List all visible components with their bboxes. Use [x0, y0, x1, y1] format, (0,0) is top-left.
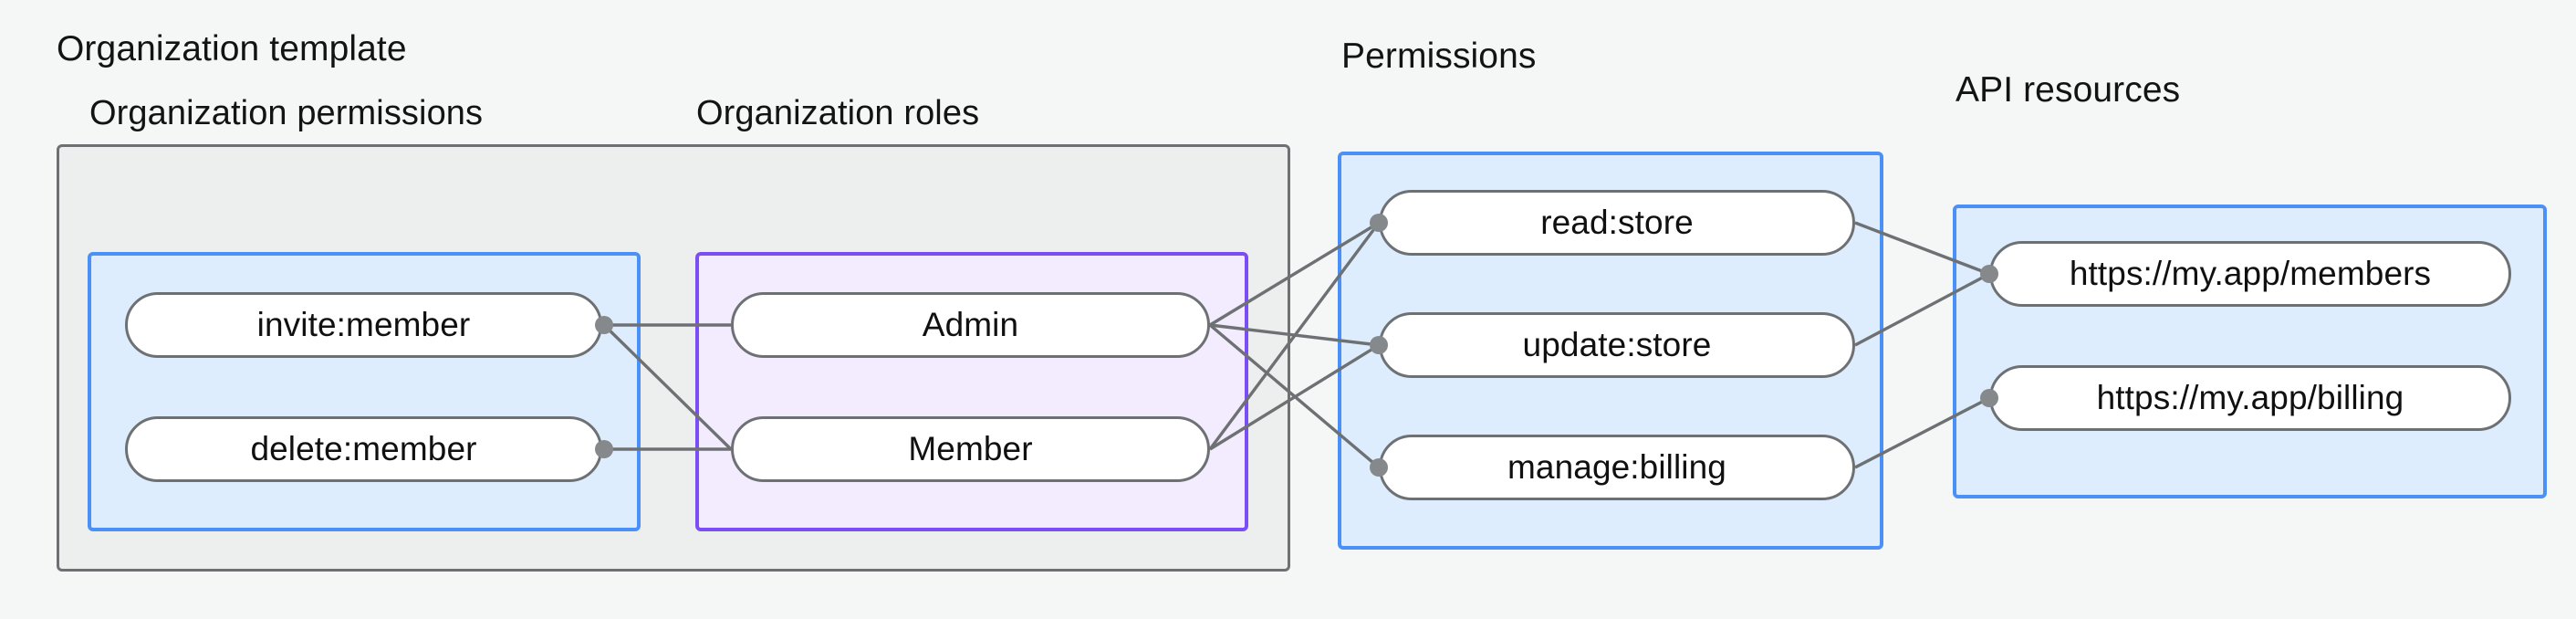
node-members-url[interactable]: https://my.app/members	[1989, 241, 2511, 307]
node-invite-member[interactable]: invite:member	[125, 292, 602, 358]
organization-roles-label: Organization roles	[696, 94, 980, 132]
permissions-label: Permissions	[1341, 37, 1537, 76]
node-update-store[interactable]: update:store	[1379, 312, 1855, 378]
organization-permissions-label: Organization permissions	[89, 94, 484, 132]
node-read-store[interactable]: read:store	[1379, 190, 1855, 256]
node-admin[interactable]: Admin	[731, 292, 1210, 358]
node-manage-billing[interactable]: manage:billing	[1379, 435, 1855, 500]
api-resources-label: API resources	[1955, 70, 2181, 110]
node-delete-member[interactable]: delete:member	[125, 416, 602, 482]
organization-template-label: Organization template	[57, 29, 407, 68]
node-billing-url[interactable]: https://my.app/billing	[1989, 365, 2511, 431]
node-member[interactable]: Member	[731, 416, 1210, 482]
